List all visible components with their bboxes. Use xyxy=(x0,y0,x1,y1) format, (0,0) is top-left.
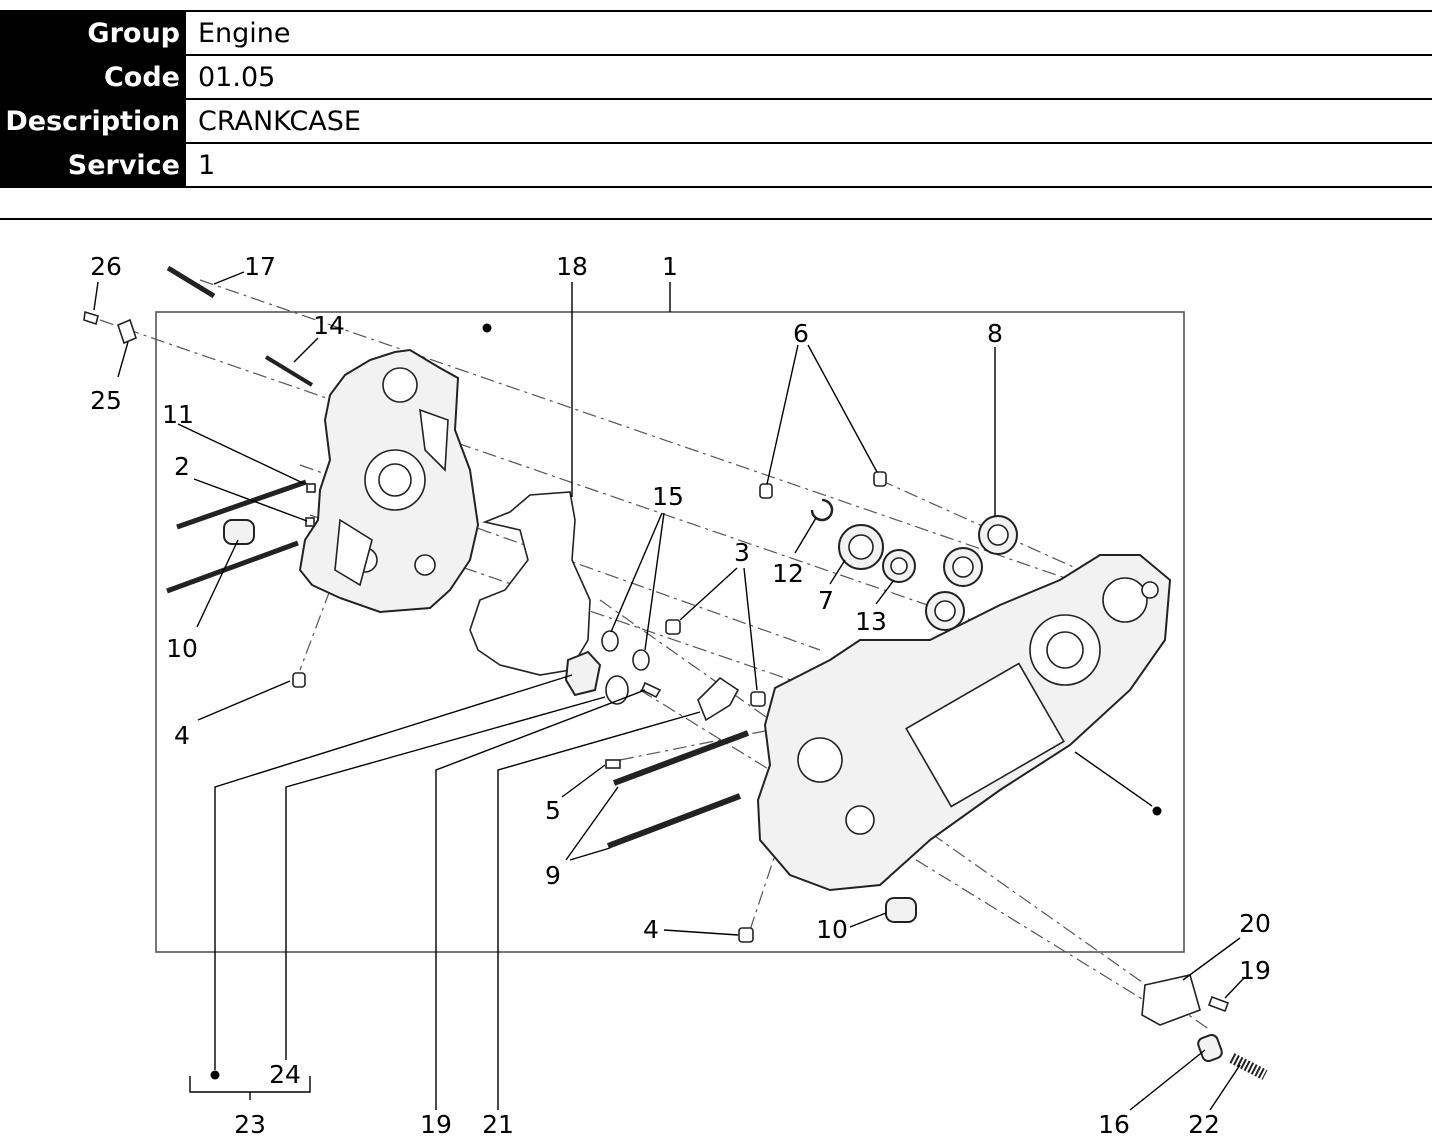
callout-1: 1 xyxy=(662,252,678,281)
callout-24: 24 xyxy=(269,1060,301,1089)
callout-8: 8 xyxy=(987,319,1003,348)
callout-12: 12 xyxy=(772,559,804,588)
header-value-group: Engine xyxy=(190,10,1432,56)
left-crankcase-half xyxy=(298,348,480,614)
callout-13: 13 xyxy=(855,607,887,636)
callout-7: 7 xyxy=(818,586,834,615)
header-row-service: Service 1 xyxy=(0,142,1432,188)
small-parts xyxy=(83,265,1268,1080)
callout-4-lower: 4 xyxy=(643,915,659,944)
header-value-code: 01.05 xyxy=(190,54,1432,100)
header-value-service: 1 xyxy=(190,142,1432,188)
callout-25: 25 xyxy=(90,386,122,415)
callout-9: 9 xyxy=(545,861,561,890)
callout-2: 2 xyxy=(174,452,190,481)
leader-lines xyxy=(93,271,1245,1111)
callout-3: 3 xyxy=(734,538,750,567)
header-key-code: Code xyxy=(0,54,186,100)
callout-19-lower: 19 xyxy=(420,1110,452,1139)
callout-21: 21 xyxy=(482,1110,514,1139)
header-value-description: CRANKCASE xyxy=(190,98,1432,144)
callout-26: 26 xyxy=(90,252,122,281)
header-key-service: Service xyxy=(0,142,186,188)
header-key-group: Group xyxy=(0,10,186,56)
callout-20: 20 xyxy=(1239,909,1271,938)
callout-5: 5 xyxy=(545,796,561,825)
callout-23: 23 xyxy=(234,1110,266,1139)
header-divider xyxy=(0,218,1432,220)
callout-15: 15 xyxy=(652,482,684,511)
callout-4: 4 xyxy=(174,721,190,750)
right-crankcase-half xyxy=(756,554,1172,892)
callout-17: 17 xyxy=(244,252,276,281)
header-row-group: Group Engine xyxy=(0,10,1432,56)
callout-6: 6 xyxy=(793,319,809,348)
header-row-code: Code 01.05 xyxy=(0,54,1432,100)
callout-10-lower: 10 xyxy=(816,915,848,944)
callout-22: 22 xyxy=(1188,1110,1220,1139)
callout-18: 18 xyxy=(556,252,588,281)
header-table: Group Engine Code 01.05 Description CRAN… xyxy=(0,10,1432,188)
gasket xyxy=(469,491,591,676)
header-key-description: Description xyxy=(0,98,186,144)
callout-16: 16 xyxy=(1098,1110,1130,1139)
callout-19: 19 xyxy=(1239,956,1271,985)
callout-14: 14 xyxy=(313,311,345,340)
callout-11: 11 xyxy=(162,400,194,429)
callout-labels: 26 17 18 1 14 25 11 2 10 6 8 15 3 12 7 1… xyxy=(90,252,1271,1139)
header-row-description: Description CRANKCASE xyxy=(0,98,1432,144)
callout-10: 10 xyxy=(166,634,198,663)
